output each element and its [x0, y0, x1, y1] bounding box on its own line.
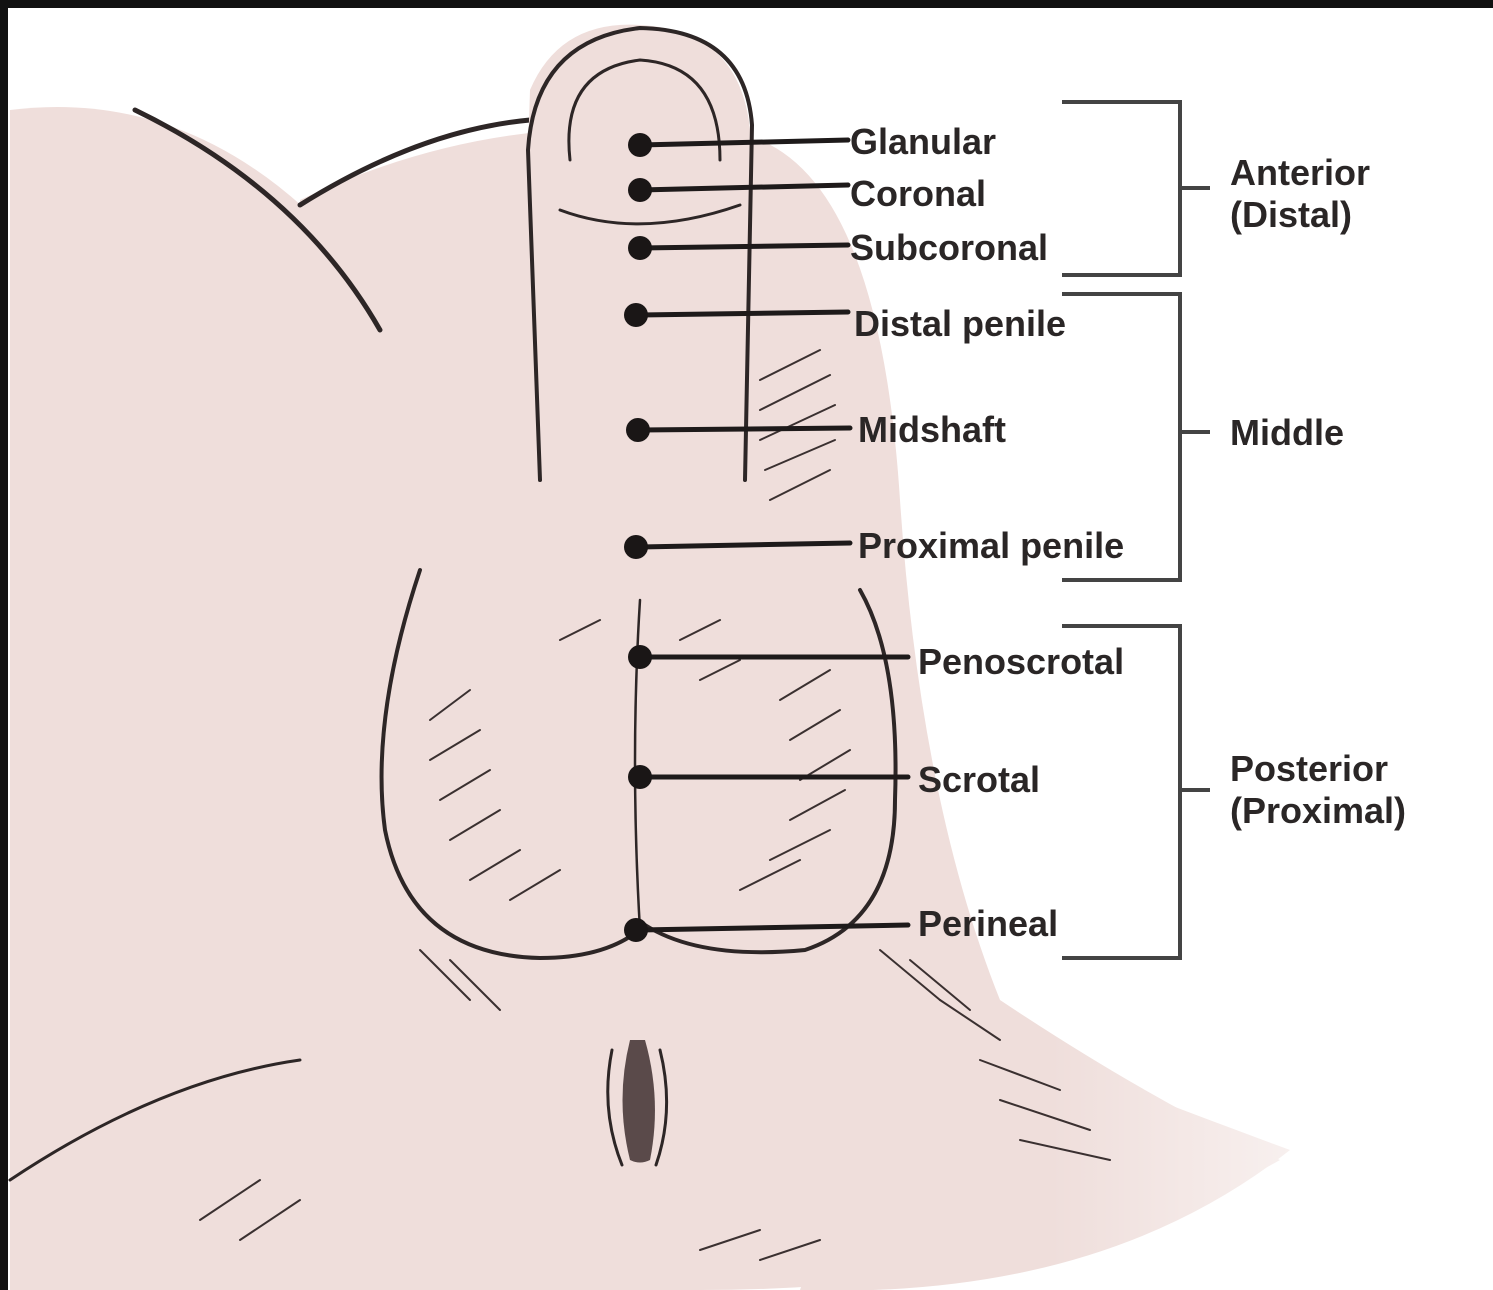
label-proximal-penile: Proximal penile	[858, 528, 1124, 564]
leader-midshaft	[640, 428, 850, 430]
group-label-middle: Middle	[1230, 412, 1344, 454]
leader-subcoronal	[640, 245, 848, 248]
marker-proximal-penile	[624, 535, 648, 559]
group-label-posterior: Posterior (Proximal)	[1230, 748, 1406, 833]
marker-distal-penile	[624, 303, 648, 327]
marker-subcoronal	[628, 236, 652, 260]
label-midshaft: Midshaft	[858, 412, 1006, 448]
scrotum-shape	[380, 560, 901, 961]
label-perineal: Perineal	[918, 906, 1058, 942]
group-label-anterior: Anterior (Distal)	[1230, 152, 1370, 237]
marker-glanular	[628, 133, 652, 157]
leader-distal-penile	[640, 312, 848, 315]
label-coronal: Coronal	[850, 176, 986, 212]
label-subcoronal: Subcoronal	[850, 230, 1048, 266]
marker-coronal	[628, 178, 652, 202]
marker-scrotal	[628, 765, 652, 789]
marker-midshaft	[626, 418, 650, 442]
label-glanular: Glanular	[850, 124, 996, 160]
label-penoscrotal: Penoscrotal	[918, 644, 1124, 680]
diagram-canvas: Glanular Coronal Subcoronal Distal penil…	[8, 8, 1493, 1290]
marker-penoscrotal	[628, 645, 652, 669]
label-distal-penile: Distal penile	[854, 306, 1066, 342]
marker-perineal	[624, 918, 648, 942]
label-scrotal: Scrotal	[918, 762, 1040, 798]
